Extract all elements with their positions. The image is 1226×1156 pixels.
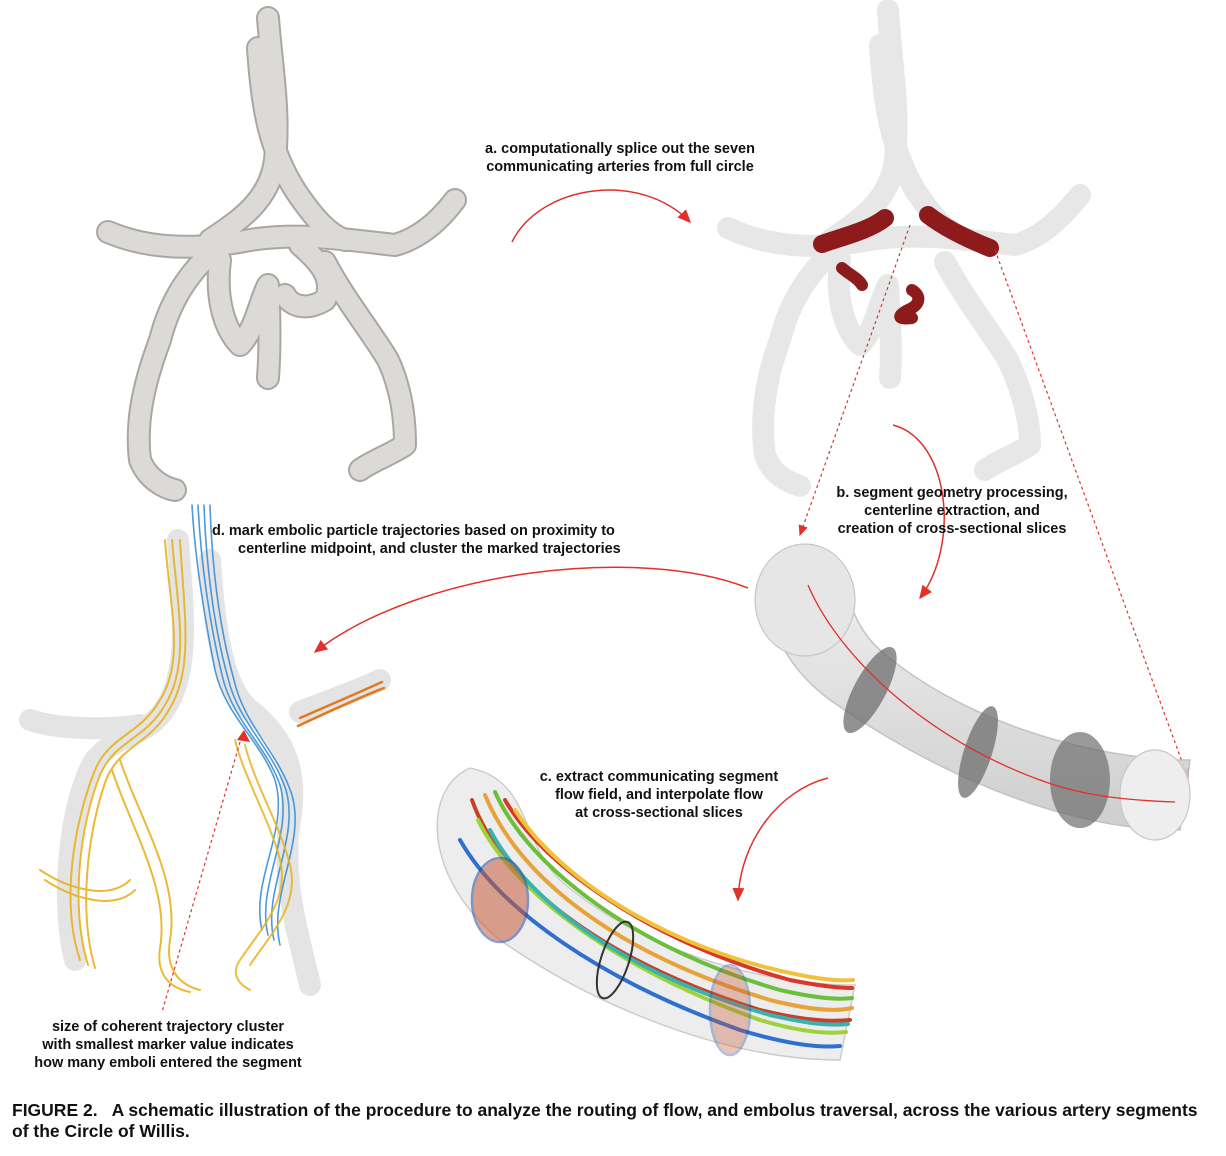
figure-caption: FIGURE 2.A schematic illustration of the… (12, 1100, 1212, 1142)
arrow-d (313, 566, 749, 653)
spliced-segments (813, 206, 999, 325)
figure-number: FIGURE 2. (12, 1100, 98, 1120)
guide-line-left (798, 224, 911, 537)
step-a-label: a. computationally splice out the seven … (485, 141, 755, 175)
step-c-label: c. extract communicating segment flow fi… (539, 769, 779, 821)
step-d-label: d. mark embolic particle trajectories ba… (212, 523, 621, 557)
arrow-c (732, 777, 829, 902)
segment-tube (754, 543, 1191, 841)
caption-text: A schematic illustration of the procedur… (12, 1100, 1198, 1141)
guide-line-right (994, 249, 1190, 780)
step-b-label: b. segment geometry processing, centerli… (836, 485, 1068, 537)
arrow-a (511, 189, 692, 243)
full-circle-of-willis (96, 6, 467, 502)
arrow-b (892, 424, 945, 600)
trajectory-clusters (19, 504, 391, 996)
flow-field-tube (436, 767, 856, 1061)
schematic-figure (19, 0, 1191, 1061)
guide-line-cluster (161, 741, 241, 1013)
translucent-circle-with-segments (717, 0, 1091, 497)
cluster-note-label: size of coherent trajectory cluster with… (34, 1019, 302, 1071)
